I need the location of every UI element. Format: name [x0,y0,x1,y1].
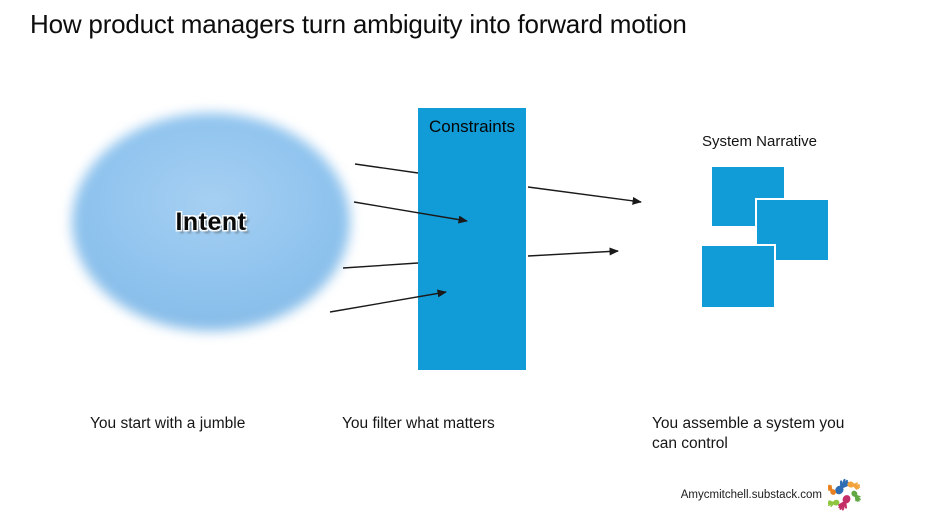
footer-site-text: Amycmitchell.substack.com [680,489,822,501]
arrow-intent-to-constraints-3 [342,262,419,269]
constraints-label: Constraints [429,117,515,136]
slide-title: How product managers turn ambiguity into… [30,9,687,39]
caption-step-3: You assemble a system you can control [652,415,845,452]
intent-ellipse [72,113,350,331]
arrow-intent-to-constraints-1 [354,163,419,174]
intent-label-container: Intent [72,113,350,331]
narrative-card [700,244,776,309]
caption-step-1: You start with a jumble [90,415,246,432]
arrow-constraints-to-narrative-1 [527,186,642,205]
caption-step-2: You filter what matters [342,415,495,432]
constraints-rectangle: Constraints [418,108,526,370]
colorful-hands-logo-icon [828,476,861,513]
arrow-constraints-to-narrative-2 [527,247,619,257]
intent-label: Intent [175,207,247,236]
system-narrative-label: System Narrative [702,133,818,150]
